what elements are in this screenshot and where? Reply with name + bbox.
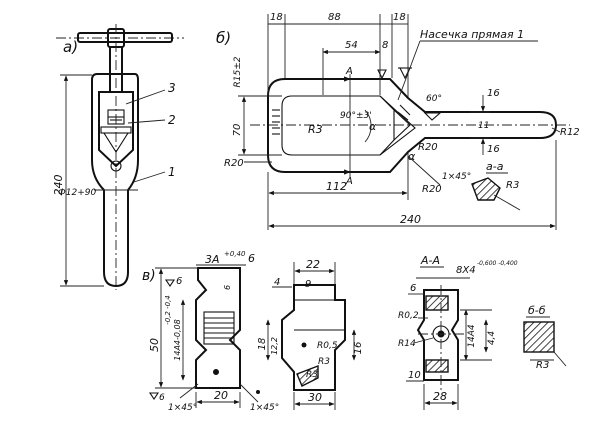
chamfer-right: 1×45° [250, 403, 279, 413]
radius-r20-left: R20 [224, 158, 244, 169]
section-b-b-radius: R3 [536, 360, 549, 371]
dim-16-top: 16 [487, 88, 500, 99]
tol-8x4: -0,600 -0,400 [477, 260, 518, 267]
radius-r20-right: R20 [418, 142, 438, 153]
roughness-6-bottom: 6 [159, 393, 165, 403]
dim-16-side: 16 [353, 342, 364, 355]
dim-11: 11 [478, 121, 489, 131]
dim-18-right: 18 [393, 12, 406, 23]
dim-3a: 3A [205, 253, 220, 266]
dim-22: 22 [306, 258, 320, 271]
dim-8x4: 8X4 [456, 265, 476, 276]
chamfer-left: 1×45° [168, 403, 197, 413]
callout-1: 1 [168, 165, 176, 179]
dim-6-small: 6 [223, 285, 232, 290]
angle-60: 60° [426, 94, 442, 104]
section-r3: R3 [506, 180, 519, 191]
angle-alpha-lower: α [408, 150, 416, 163]
radius-r3-b: R3 [306, 370, 318, 380]
dim-14a4: 14A4 [467, 324, 477, 348]
section-b-b-label: б-б [528, 304, 546, 317]
dim-18-left: 18 [270, 12, 283, 23]
dim-50: 50 [148, 338, 161, 352]
dim-88: 88 [328, 12, 341, 23]
chamfer-note: 1×45° [442, 172, 471, 182]
tol-3a: +0,40 [224, 250, 246, 258]
radius-r3-inner: R3 [308, 123, 323, 136]
callout-2: 2 [168, 113, 176, 127]
view-a-wrench-assembly: а) 3 2 1 240 Ф12+90 [52, 24, 184, 290]
dim-70: 70 [232, 124, 243, 137]
view-a-dia-dim: Ф12+90 [58, 188, 96, 198]
dim-8: 8 [382, 40, 388, 51]
radius-r02: R0,2 [398, 311, 419, 321]
dim-12-2: 12,2 [270, 337, 279, 355]
radius-r12: R12 [560, 127, 580, 138]
view-b-frame: б) А А 18 88 54 [216, 12, 580, 230]
view-a-length-dim: 240 [52, 175, 65, 196]
section-a-mark-bottom: А [345, 176, 353, 187]
section-aa-label-small: а-а [486, 160, 504, 173]
view-b-label: б) [216, 29, 231, 47]
dim-112: 112 [326, 180, 347, 193]
dim-16-bottom: 16 [487, 144, 500, 155]
dim-18-side: 18 [257, 338, 268, 351]
knurl-note: Насечка прямая 1 [420, 28, 524, 41]
dim-30: 30 [308, 391, 322, 404]
dim-4: 4 [274, 277, 280, 288]
angle-alpha: α [369, 120, 377, 133]
dim-14a: 14A4-0,08 [173, 319, 182, 360]
dim-6-section: 6 [410, 283, 416, 294]
tol-50: -0,2 -0,4 [164, 295, 172, 325]
radius-r20-bottom: R20 [422, 184, 442, 195]
dim-20-front: 20 [214, 389, 228, 402]
section-b-b: б-б R3 [523, 304, 567, 371]
dim-6-top: 6 [248, 252, 255, 265]
view-c-die: в) 50 -0,2 -0,4 14A4-0,08 6 3A +0,40 6 6… [142, 250, 364, 413]
radius-r14: R14 [398, 339, 416, 349]
callout-3: 3 [168, 81, 176, 95]
view-a-label: а) [63, 38, 78, 56]
roughness-6-left: 6 [176, 276, 182, 287]
section-a-a-label: А-А [420, 254, 440, 267]
dim-54: 54 [345, 40, 358, 51]
dim-9: 9 [305, 279, 311, 290]
radius-r05: R0,5 [317, 341, 338, 351]
section-a-a: А-А 8X4 -0,600 -0,400 6 R0,2 R14 14A4 4,… [398, 254, 518, 410]
angle-90: 90°±3' [340, 111, 372, 121]
view-c-label: в) [142, 268, 156, 284]
section-a-mark-top: А [345, 66, 353, 77]
dim-4-4: 4,4 [487, 331, 497, 346]
radius-r3-a: R3 [318, 357, 330, 367]
dim-240: 240 [400, 213, 421, 226]
dim-r15: R15±2 [233, 56, 243, 87]
dim-10-section: 10 [408, 370, 421, 381]
dim-28: 28 [433, 390, 447, 403]
